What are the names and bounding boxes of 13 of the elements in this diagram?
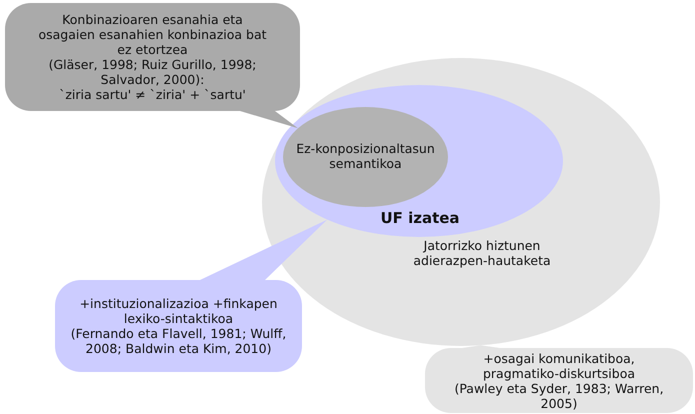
region-label: Ez-konposizionaltasun semantikoa — [295, 141, 436, 171]
bubble-text: (Pawley eta Syder, 1983; Warren, 2005) — [453, 380, 665, 410]
bubble-text: (Fernando eta Flavell, 1981; Wulff, 2008; Baldwin eta Kim, 2010) — [70, 326, 288, 356]
bubble-text: (Gläser, 1998; Ruiz Gurillo, 1998; Salvador, 2000): — [48, 57, 258, 87]
bubble-text: Konbinazioaren esanahia eta osagaien esanahien konbinazioa bat ez etortzea — [37, 12, 268, 57]
region-label: Jatorrizko hiztunen adierazpen-hautaketa — [412, 238, 552, 268]
speech-bubble — [425, 348, 693, 413]
bubble-text: `ziria sartu' ≠ `ziria' + `sartu' — [58, 87, 247, 102]
region-label: UF izatea — [379, 211, 461, 226]
bubble-text: +instituzionalizazioa +finkapen lexiko-sintaktikoa — [78, 296, 278, 326]
callout-pointer — [200, 220, 328, 280]
callout-pointer — [240, 111, 298, 128]
bubble-text: +osagai komunikatiboa, pragmatiko-diskurtsiboa — [482, 350, 636, 380]
